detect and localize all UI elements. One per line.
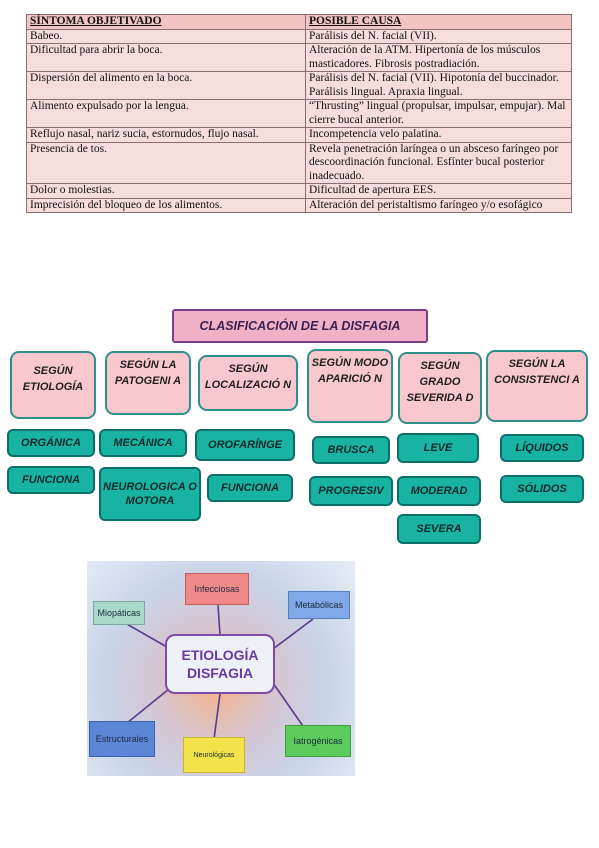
item-organica: ORGÁNICA — [7, 429, 95, 457]
category-localizacion: SEGÚN LOCALIZACIÓ N — [198, 355, 298, 411]
node-iatrogenicas: Iatrogénicas — [285, 725, 351, 757]
category-consistencia: SEGÚN LA CONSISTENCI A — [486, 350, 588, 422]
item-funcional-localizacion: FUNCIONA — [207, 474, 293, 502]
symptom-table: SÍNTOMA OBJETIVADO POSIBLE CAUSA Babeo. … — [26, 14, 572, 213]
category-modo-aparicion: SEGÚN MODO APARICIÓ N — [307, 349, 393, 423]
classification-title: CLASIFICACIÓN DE LA DISFAGIA — [172, 309, 428, 343]
item-funcional: FUNCIONA — [7, 466, 95, 494]
symptom-cell: Babeo. — [26, 28, 306, 44]
node-estructurales: Estructurales — [89, 721, 155, 757]
table-header-row: SÍNTOMA OBJETIVADO POSIBLE CAUSA — [26, 14, 572, 30]
header-symptom: SÍNTOMA OBJETIVADO — [26, 14, 306, 30]
cause-cell: Dificultad de apertura EES. — [305, 183, 572, 199]
category-etiologia: SEGÚN ETIOLOGÍA — [10, 351, 96, 419]
item-progresiva: PROGRESIV — [309, 476, 393, 506]
item-severa: SEVERA — [397, 514, 481, 544]
table-row: Presencia de tos. Revela penetración lar… — [26, 141, 572, 184]
symptom-cell: Presencia de tos. — [26, 141, 306, 184]
etiology-center-box: ETIOLOGÍA DISFAGIA — [165, 634, 275, 694]
center-line-1: ETIOLOGÍA — [181, 647, 259, 663]
cause-cell: Alteración del peristaltismo faríngeo y/… — [305, 197, 572, 213]
cause-cell: “Thrusting” lingual (propulsar, impulsar… — [305, 99, 572, 128]
etiology-diagram-image: Infecciosas Miopáticas Metabólicas ETIOL… — [87, 561, 355, 776]
symptom-cell: Reflujo nasal, nariz sucia, estornudos, … — [26, 127, 306, 143]
cause-cell: Revela penetración laríngea o un absceso… — [305, 141, 572, 184]
cause-cell: Parálisis del N. facial (VII). Hipotonía… — [305, 71, 572, 100]
item-moderada: MODERAD — [397, 476, 481, 506]
table-row: Dolor o molestias. Dificultad de apertur… — [26, 183, 572, 199]
table-row: Reflujo nasal, nariz sucia, estornudos, … — [26, 127, 572, 143]
item-neurologica-motora: NEUROLOGICA O MOTORA — [99, 467, 201, 521]
symptom-cell: Dispersión del alimento en la boca. — [26, 71, 306, 100]
category-patogenia: SEGÚN LA PATOGENI A — [105, 351, 191, 415]
node-miopaticas: Miopáticas — [93, 601, 145, 625]
category-grado-severidad: SEGÚN GRADO SEVERIDA D — [398, 352, 482, 424]
header-cause: POSIBLE CAUSA — [305, 14, 572, 30]
symptom-cell: Alimento expulsado por la lengua. — [26, 99, 306, 128]
item-solidos: SÓLIDOS — [500, 475, 584, 503]
table-row: Dificultad para abrir la boca. Alteració… — [26, 43, 572, 72]
item-liquidos: LÍQUIDOS — [500, 434, 584, 462]
item-mecanica: MECÁNICA — [99, 429, 187, 457]
table-row: Babeo. Parálisis del N. facial (VII). — [26, 28, 572, 44]
node-metabolicas: Metabólicas — [288, 591, 350, 619]
cause-cell: Parálisis del N. facial (VII). — [305, 28, 572, 44]
node-neurologicas: Neurológicas — [183, 737, 245, 773]
symptom-cell: Dolor o molestias. — [26, 183, 306, 199]
center-line-2: DISFAGIA — [186, 665, 254, 681]
symptom-cell: Imprecisión del bloqueo de los alimentos… — [26, 197, 306, 213]
symptom-cell: Dificultad para abrir la boca. — [26, 43, 306, 72]
cause-cell: Alteración de la ATM. Hipertonía de los … — [305, 43, 572, 72]
table-row: Alimento expulsado por la lengua. “Thrus… — [26, 99, 572, 128]
connector-lines — [124, 604, 314, 740]
item-leve: LEVE — [397, 433, 479, 463]
table-row: Imprecisión del bloqueo de los alimentos… — [26, 197, 572, 213]
item-orofaringe: OROFARÍNGE — [195, 429, 295, 461]
cause-cell: Incompetencia velo palatina. — [305, 127, 572, 143]
table-row: Dispersión del alimento en la boca. Pará… — [26, 71, 572, 100]
node-infecciosas: Infecciosas — [185, 573, 249, 605]
item-brusca: BRUSCA — [312, 436, 390, 464]
